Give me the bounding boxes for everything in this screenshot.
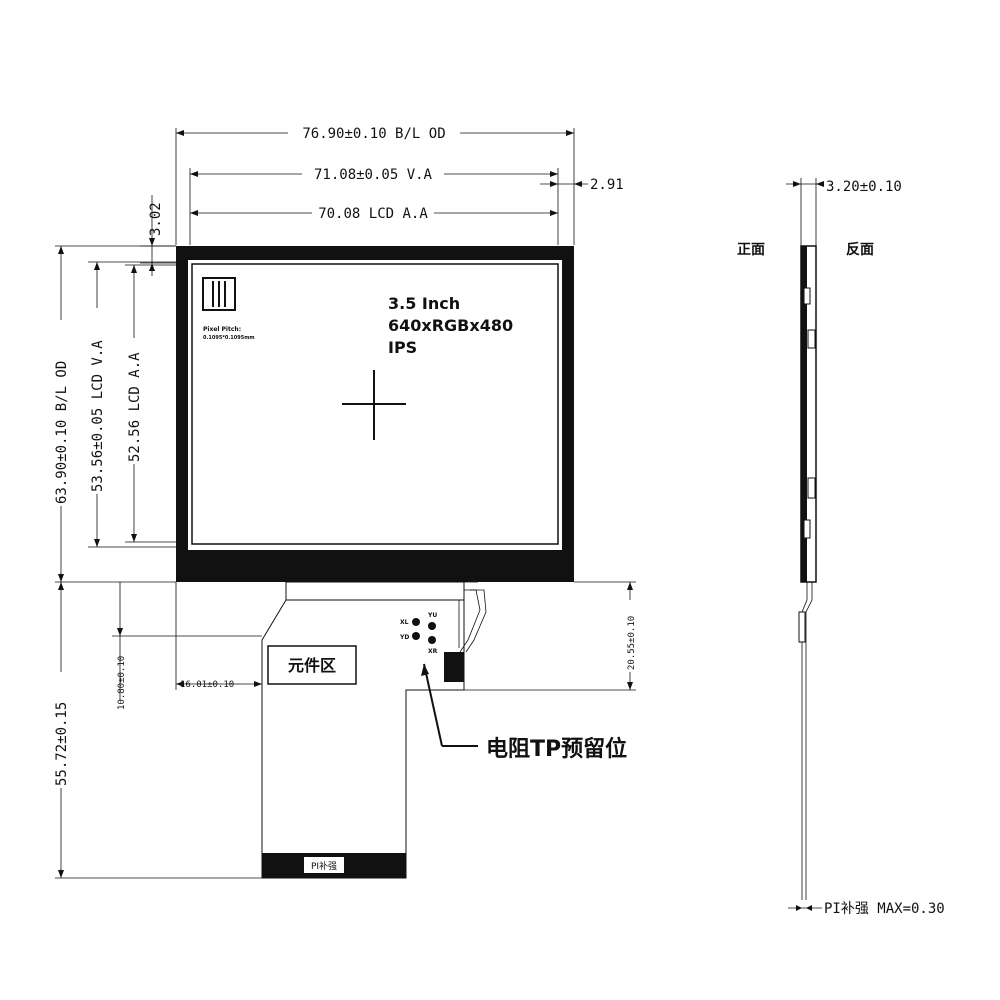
left-dimension-lines [55, 245, 190, 583]
pin1-marker-icon [202, 277, 236, 311]
tp-leader-arrow [421, 663, 478, 747]
pi-stiffener-thickness-label: PI补强 MAX=0.30 [824, 901, 945, 917]
bl-od-width-label: 76.90±0.10 B/L OD [302, 126, 445, 142]
fpc-offset-dimensions [112, 582, 262, 700]
pin-yu-label: YU [427, 612, 437, 619]
right-offset-label: 2.91 [590, 177, 624, 193]
pin-yd-label: YD [399, 634, 409, 641]
fpc-total-length-label: 55.72±0.15 [54, 702, 70, 786]
fpc-right-length-label: 20.55±0.10 [627, 616, 637, 670]
pin-xl-label: XL [400, 619, 409, 626]
panel-type: IPS [388, 338, 417, 357]
center-crosshair-icon [342, 370, 406, 440]
pixel-pitch-title: Pixel Pitch: [203, 326, 241, 333]
component-area-label: 元件区 [288, 656, 336, 675]
fpc-offset-x-label: 16.01±0.10 [180, 680, 234, 690]
side-front-label: 正面 [737, 242, 765, 258]
panel-resolution: 640xRGBx480 [388, 316, 513, 335]
lcd-aa-height-label: 52.56 LCD A.A [127, 352, 143, 462]
pi-stiffener-label: PI补强 [311, 860, 337, 872]
va-height-label: 53.56±0.05 LCD V.A [90, 340, 106, 492]
lcd-aa-width-label: 70.08 LCD A.A [318, 206, 428, 222]
top-dimension-lines [175, 128, 588, 245]
tp-pin-xr-icon [428, 636, 436, 644]
component-area-box [267, 645, 357, 685]
tp-pin-yu-icon [428, 622, 436, 630]
side-view [786, 178, 824, 911]
fpc-length-dimension [55, 582, 262, 879]
pin-xr-label: XR [428, 648, 438, 655]
pixel-pitch-value: 0.1095*0.1095mm [203, 335, 255, 341]
top-offset-label: 3.02 [148, 202, 164, 236]
va-width-label: 71.08±0.05 V.A [314, 167, 433, 183]
side-back-label: 反面 [846, 241, 874, 258]
tp-pins [412, 618, 436, 644]
fpc-offset-y-label: 10.80±0.10 [117, 656, 127, 710]
tp-reserved-label: 电阻TP预留位 [486, 736, 627, 762]
bl-od-height-label: 63.90±0.10 B/L OD [54, 361, 70, 504]
thickness-label: 3.20±0.10 [826, 179, 902, 195]
tp-pin-yd-icon [412, 632, 420, 640]
panel-size: 3.5 Inch [388, 294, 460, 313]
fpc-flex-cable [261, 581, 487, 879]
tp-pin-xl-icon [412, 618, 420, 626]
